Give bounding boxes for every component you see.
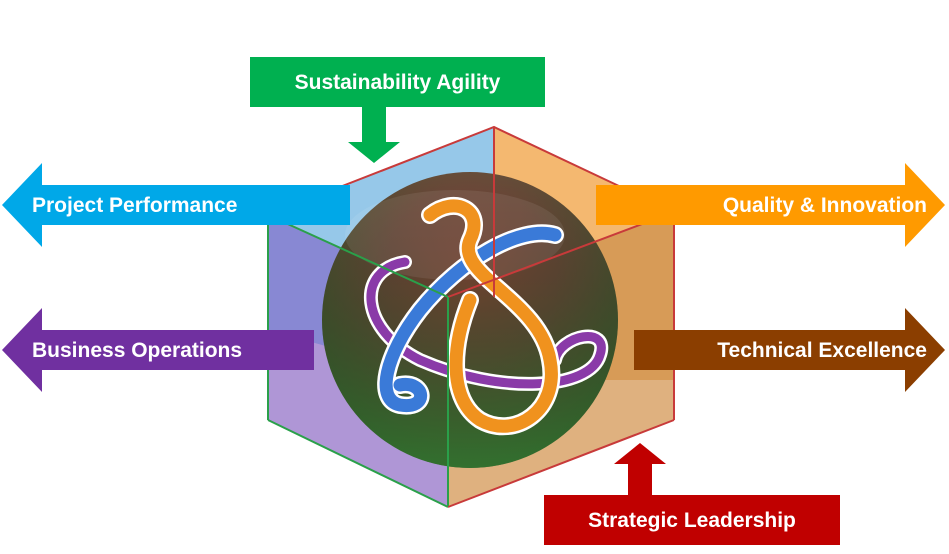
label-sustainability-agility: Sustainability Agility bbox=[294, 71, 501, 94]
sustainability-agility-callout bbox=[250, 57, 545, 163]
label-technical-excellence: Technical Excellence bbox=[717, 339, 927, 362]
project-performance-arrow bbox=[2, 163, 350, 247]
down-arrow-icon bbox=[348, 107, 400, 163]
label-business-operations: Business Operations bbox=[32, 339, 243, 362]
technical-excellence-arrow bbox=[634, 308, 945, 392]
atom-orbit-sphere-icon bbox=[322, 172, 618, 468]
quality-innovation-arrow bbox=[596, 163, 945, 247]
business-operations-arrow bbox=[2, 308, 314, 392]
label-quality-innovation: Quality & Innovation bbox=[722, 194, 927, 217]
label-project-performance: Project Performance bbox=[32, 194, 238, 217]
label-strategic-leadership: Strategic Leadership bbox=[588, 509, 796, 532]
strategic-leadership-callout bbox=[544, 443, 840, 545]
up-arrow-icon bbox=[614, 443, 666, 495]
cube-edges bbox=[267, 125, 675, 508]
